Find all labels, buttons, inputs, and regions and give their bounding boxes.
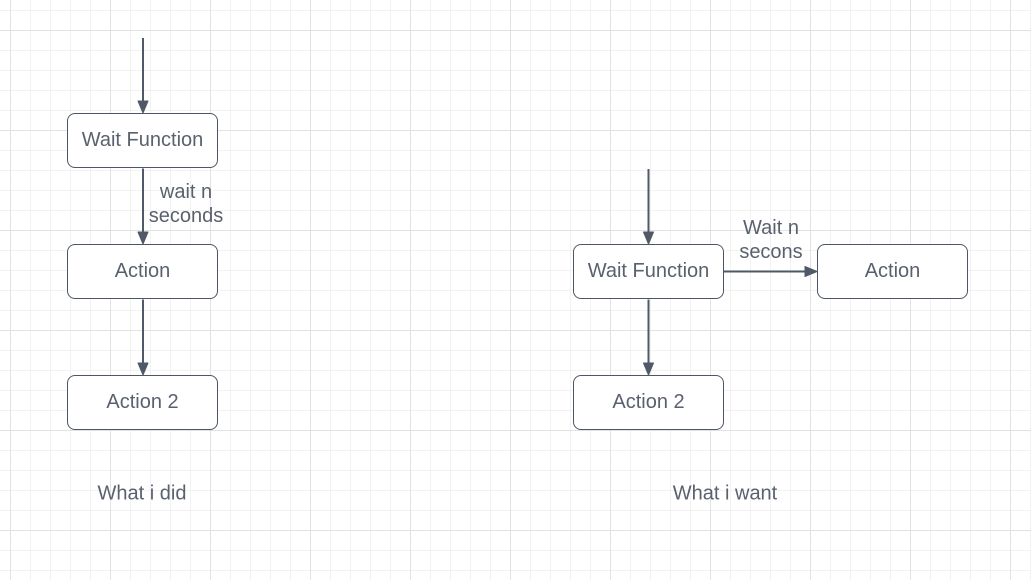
edge-label-right-wait-secons[interactable]: Wait n secons	[739, 216, 802, 264]
caption-what-i-did[interactable]: What i did	[97, 482, 187, 505]
caption-what-i-want[interactable]: What i want	[672, 482, 778, 505]
node-label: Action	[114, 260, 171, 282]
node-label: Action	[864, 260, 921, 282]
node-label: Wait Function	[81, 129, 204, 151]
node-label: Action 2	[612, 391, 685, 413]
edge-label-line2: secons	[739, 241, 803, 263]
edge-label-line1: wait n	[159, 181, 213, 203]
node-label: Action 2	[106, 391, 179, 413]
node-label: Wait Function	[587, 260, 710, 282]
node-right-wait-function[interactable]: Wait Function	[573, 244, 724, 299]
node-left-action2[interactable]: Action 2	[67, 375, 218, 430]
node-left-action[interactable]: Action	[67, 244, 218, 299]
node-left-wait-function[interactable]: Wait Function	[67, 113, 218, 168]
edge-label-line1: Wait n	[743, 217, 799, 239]
edge-label-line2: seconds	[148, 205, 224, 227]
edge-label-left-wait-seconds[interactable]: wait n seconds	[149, 180, 224, 228]
node-right-action2[interactable]: Action 2	[573, 375, 724, 430]
node-right-action[interactable]: Action	[817, 244, 968, 299]
